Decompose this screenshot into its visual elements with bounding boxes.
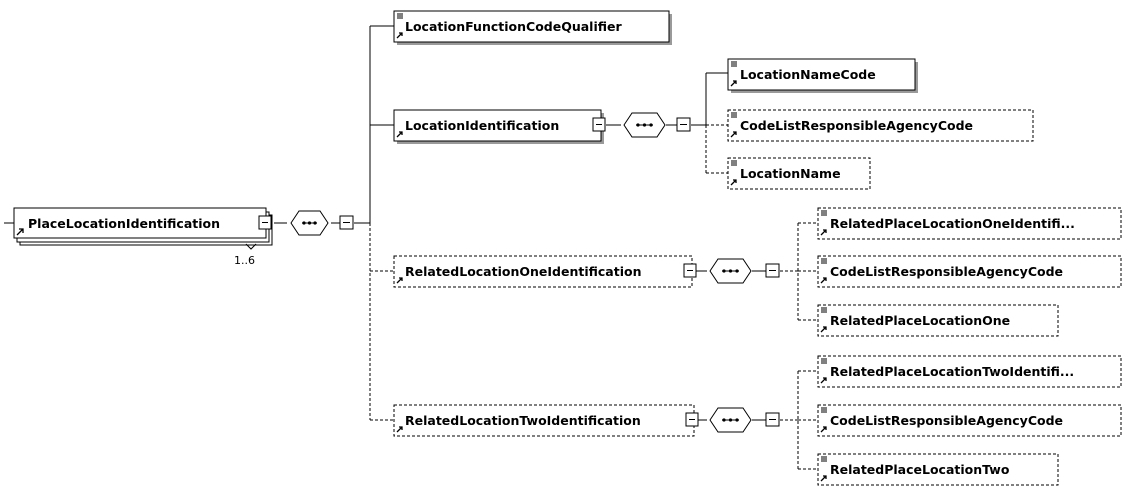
link-arrow-icon	[730, 179, 737, 186]
root-element[interactable]: PlaceLocationIdentification 1..6	[13, 207, 273, 267]
link-arrow-icon	[730, 131, 737, 138]
element-label: CodeListResponsibleAgencyCode	[830, 413, 1063, 428]
root-label: PlaceLocationIdentification	[28, 216, 220, 231]
link-arrow-icon	[820, 277, 827, 284]
link-arrow-icon	[820, 326, 827, 333]
element-related-location-one-identification[interactable]: RelatedLocationOneIdentification	[393, 255, 697, 288]
element-label: LocationIdentification	[405, 118, 559, 133]
sequence-collapse-icon[interactable]	[339, 215, 354, 230]
element-code-list-responsible-agency-code[interactable]: CodeListResponsibleAgencyCode	[817, 255, 1122, 288]
sequence-compositor[interactable]	[709, 407, 752, 433]
connectors	[4, 25, 818, 470]
element-label: CodeListResponsibleAgencyCode	[830, 264, 1063, 279]
collapse-toggle-icon[interactable]	[258, 215, 272, 230]
simple-type-icon	[821, 258, 827, 264]
element-location-function-code-qualifier[interactable]: LocationFunctionCodeQualifier	[393, 10, 672, 45]
simple-type-icon	[821, 358, 827, 364]
occurrence-chevron-icon	[245, 243, 257, 250]
element-location-name[interactable]: LocationName	[727, 157, 871, 190]
element-label: LocationFunctionCodeQualifier	[405, 19, 622, 34]
simple-type-icon	[821, 456, 827, 462]
sequence-compositor[interactable]	[623, 112, 666, 138]
element-related-place-location-one[interactable]: RelatedPlaceLocationOne	[817, 304, 1059, 337]
element-location-name-code[interactable]: LocationNameCode	[727, 58, 918, 93]
element-code-list-responsible-agency-code[interactable]: CodeListResponsibleAgencyCode	[817, 404, 1122, 437]
link-arrow-icon	[396, 32, 403, 39]
sequence-compositor[interactable]	[290, 210, 329, 236]
collapse-toggle-icon[interactable]	[683, 263, 697, 278]
simple-type-icon	[821, 210, 827, 216]
simple-type-icon	[731, 61, 737, 67]
element-label: LocationNameCode	[740, 67, 876, 82]
simple-type-icon	[731, 160, 737, 166]
link-arrow-icon	[16, 228, 24, 236]
simple-type-icon	[731, 112, 737, 118]
element-label: CodeListResponsibleAgencyCode	[740, 118, 973, 133]
link-arrow-icon	[396, 426, 403, 433]
collapse-toggle-icon[interactable]	[685, 412, 699, 427]
link-arrow-icon	[396, 277, 403, 284]
element-location-identification[interactable]: LocationIdentification	[393, 109, 606, 144]
root-occurrence: 1..6	[234, 254, 255, 267]
simple-type-icon	[397, 13, 403, 19]
element-label: RelatedLocationTwoIdentification	[405, 413, 641, 428]
element-related-place-location-two-identifier[interactable]: RelatedPlaceLocationTwoIdentifi...	[817, 355, 1122, 388]
sequence-collapse-icon[interactable]	[765, 263, 780, 278]
element-related-place-location-two[interactable]: RelatedPlaceLocationTwo	[817, 453, 1059, 486]
link-arrow-icon	[820, 377, 827, 384]
element-related-location-two-identification[interactable]: RelatedLocationTwoIdentification	[393, 404, 699, 437]
link-arrow-icon	[820, 426, 827, 433]
sequence-collapse-icon[interactable]	[765, 412, 780, 427]
collapse-toggle-icon[interactable]	[592, 117, 606, 132]
sequence-compositor[interactable]	[709, 258, 752, 284]
element-code-list-responsible-agency-code[interactable]: CodeListResponsibleAgencyCode	[727, 109, 1034, 142]
element-label: RelatedPlaceLocationTwo	[830, 462, 1010, 477]
element-label: RelatedPlaceLocationOne	[830, 313, 1010, 328]
link-arrow-icon	[820, 229, 827, 236]
element-label: RelatedPlaceLocationOneIdentifi...	[830, 216, 1075, 231]
element-label: RelatedPlaceLocationTwoIdentifi...	[830, 364, 1074, 379]
link-arrow-icon	[820, 475, 827, 482]
simple-type-icon	[821, 307, 827, 313]
link-arrow-icon	[730, 80, 737, 87]
simple-type-icon	[821, 407, 827, 413]
element-label: RelatedLocationOneIdentification	[405, 264, 641, 279]
element-related-place-location-one-identifier[interactable]: RelatedPlaceLocationOneIdentifi...	[817, 207, 1122, 240]
element-label: LocationName	[740, 166, 841, 181]
link-arrow-icon	[396, 131, 403, 138]
sequence-collapse-icon[interactable]	[676, 117, 691, 132]
